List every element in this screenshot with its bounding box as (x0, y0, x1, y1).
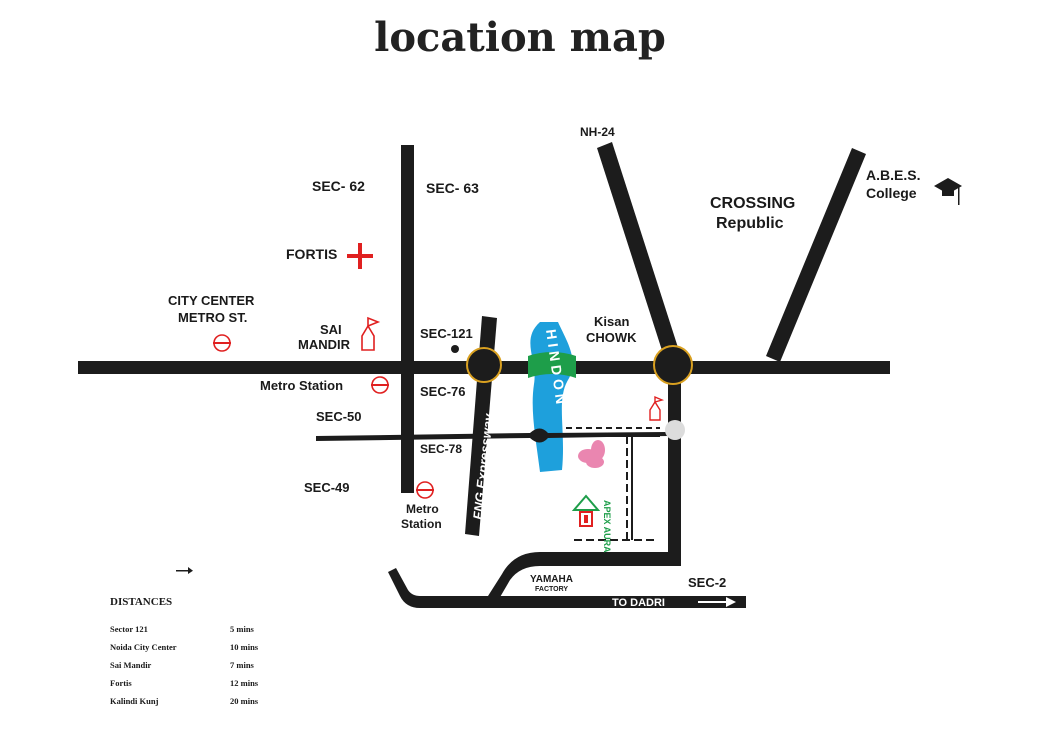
table-row: Fortis 12 mins (110, 678, 370, 696)
distance-time: 20 mins (230, 696, 259, 706)
label-abes-1: A.B.E.S. (866, 167, 920, 183)
label-to-dadri: TO DADRI (612, 597, 665, 609)
label-crossing-1: CROSSING (710, 195, 795, 212)
distance-place: Fortis (110, 678, 132, 688)
distance-time: 12 mins (230, 678, 259, 688)
distance-place: Sector 121 (110, 624, 148, 634)
metro-icon (213, 334, 231, 352)
label-city-center-2: METRO ST. (178, 310, 247, 325)
label-fortis: FORTIS (286, 246, 337, 262)
metro-icon (416, 481, 434, 499)
label-sec50: SEC-50 (316, 409, 362, 424)
label-kisan-1: Kisan (594, 314, 629, 329)
label-yamaha-2: FACTORY (535, 586, 568, 593)
bridge (528, 352, 576, 378)
sec78-line (420, 435, 660, 437)
label-abes-2: College (866, 185, 917, 201)
label-sec121: SEC-121 (420, 326, 473, 341)
label-sai-mandir-1: SAI (320, 322, 342, 337)
distance-time: 10 mins (230, 642, 259, 652)
label-crossing-2: Republic (716, 215, 784, 232)
label-metro-station-1: Metro Station (260, 378, 343, 393)
temple-icon (649, 395, 665, 421)
label-sec76: SEC-76 (420, 384, 466, 399)
label-sec2: SEC-2 (688, 575, 726, 590)
label-metro-station-2a: Metro (406, 502, 439, 516)
table-row: Sai Mandir 7 mins (110, 660, 370, 678)
distances-heading: DISTANCES (110, 596, 173, 608)
label-sec63: SEC- 63 (426, 180, 479, 196)
label-nh24: NH-24 (580, 125, 615, 139)
temple-icon (361, 316, 381, 351)
distance-place: Kalindi Kunj (110, 696, 159, 706)
flower-logo-icon (578, 440, 605, 468)
sec2-connector-road (668, 372, 681, 564)
table-row: Kalindi Kunj 20 mins (110, 696, 370, 714)
distance-time: 5 mins (230, 624, 254, 634)
apex-road-v (631, 436, 633, 540)
sec121-dot (451, 345, 459, 353)
abes-road (766, 148, 866, 362)
distance-place: Noida City Center (110, 642, 177, 652)
label-apex: APEX AURA (602, 500, 612, 553)
lower-road (388, 552, 745, 608)
apex-logo-icon (571, 494, 601, 527)
label-sec49: SEC-49 (304, 480, 350, 495)
distance-time: 7 mins (230, 660, 254, 670)
nh24-road (597, 142, 682, 366)
metro-icon (371, 376, 389, 394)
hospital-cross-icon (347, 243, 373, 269)
label-metro-station-2b: Station (401, 517, 442, 531)
graduation-cap-icon (934, 178, 962, 205)
label-kisan-2: CHOWK (586, 330, 637, 345)
label-sai-mandir-2: MANDIR (298, 337, 351, 352)
junction-kisan-chowk (653, 345, 693, 385)
distance-place: Sai Mandir (110, 660, 152, 670)
label-city-center-1: CITY CENTER (168, 293, 255, 308)
label-sec78: SEC-78 (420, 442, 462, 456)
label-sec62: SEC- 62 (312, 178, 365, 194)
arrow-right-icon (698, 597, 736, 607)
arrow-right-icon (176, 567, 193, 574)
table-row: Sector 121 5 mins (110, 624, 370, 642)
dadri-road (490, 596, 746, 608)
label-yamaha-1: YAMAHA (530, 574, 573, 585)
roundabout-small (665, 420, 685, 440)
junction-fng (466, 347, 502, 383)
distances-table: DISTANCES Sector 121 5 mins Noida City C… (110, 596, 370, 714)
page-title: location map (374, 14, 666, 61)
table-row: Noida City Center 10 mins (110, 642, 370, 660)
sec63-road (401, 145, 414, 493)
